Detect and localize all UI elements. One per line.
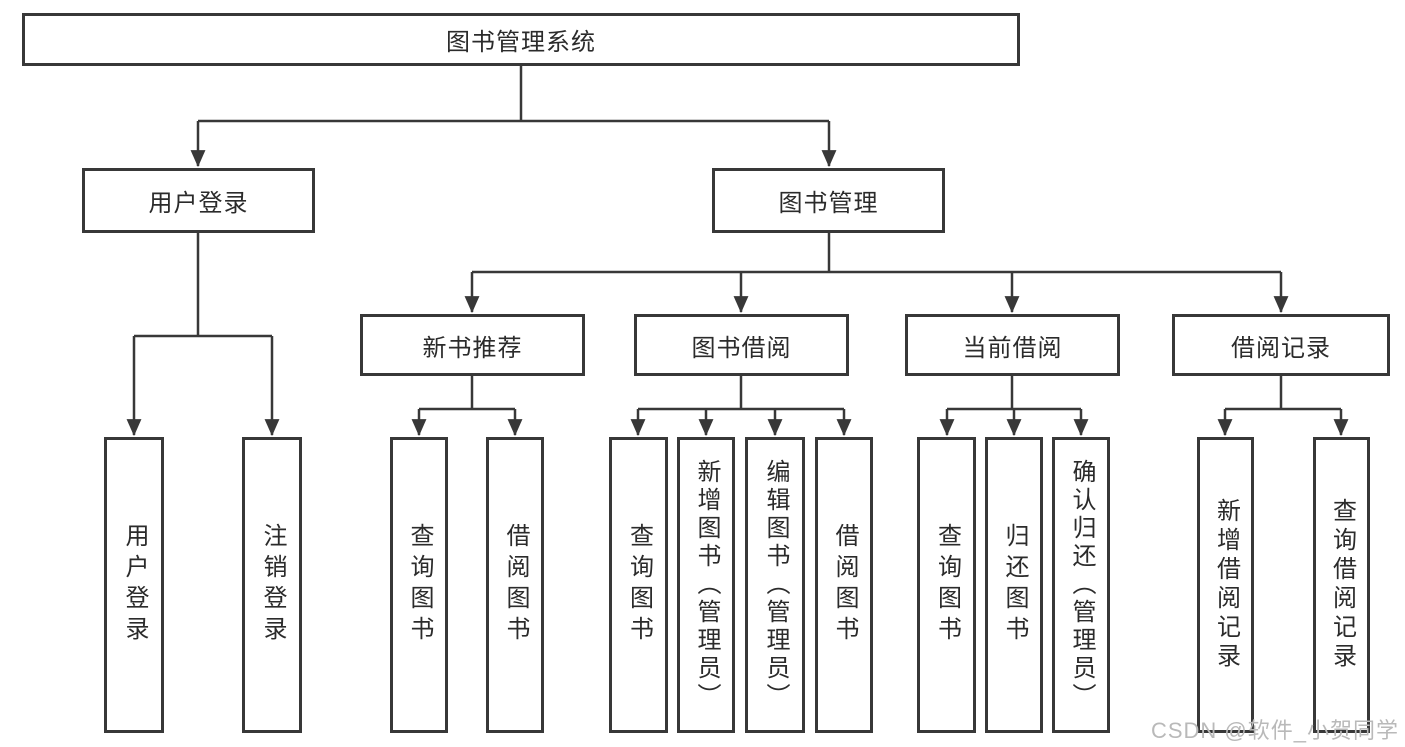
node-new-book-recommend: 新书推荐 — [360, 314, 585, 376]
node-borrow-records: 借阅记录 — [1172, 314, 1390, 376]
connector-borrow-records-children — [1217, 376, 1349, 437]
connector-book-borrow-children — [630, 376, 852, 437]
leaf-user-login: 用户登录 — [104, 437, 164, 733]
leaf-query-books-borrow: 查询图书 — [609, 437, 668, 733]
leaf-logout: 注销登录 — [242, 437, 302, 733]
connector-current-borrow-children — [939, 376, 1089, 437]
node-user-login: 用户登录 — [82, 168, 315, 233]
connector-user-login-children — [126, 233, 280, 437]
leaf-borrow-books-recommend: 借阅图书 — [486, 437, 544, 733]
node-root-system: 图书管理系统 — [22, 13, 1020, 66]
leaf-query-books-recommend: 查询图书 — [390, 437, 448, 733]
csdn-watermark: CSDN @软件_小贺同学 — [1150, 718, 1399, 743]
leaf-confirm-return-admin: 确认归还（管理员） — [1052, 437, 1110, 733]
connector-root-to-level2 — [190, 66, 837, 168]
leaf-edit-book-admin: 编辑图书（管理员） — [745, 437, 805, 733]
leaf-query-borrow-record: 查询借阅记录 — [1313, 437, 1370, 733]
node-book-management: 图书管理 — [712, 168, 945, 233]
leaf-borrow-books-borrow: 借阅图书 — [815, 437, 873, 733]
leaf-query-books-current: 查询图书 — [917, 437, 976, 733]
connector-book-management-children — [464, 233, 1289, 314]
leaf-add-book-admin: 新增图书（管理员） — [677, 437, 735, 733]
node-book-borrow: 图书借阅 — [634, 314, 849, 376]
leaf-return-book: 归还图书 — [985, 437, 1043, 733]
node-current-borrow: 当前借阅 — [905, 314, 1120, 376]
connector-new-book-recommend-children — [411, 376, 523, 437]
leaf-add-borrow-record: 新增借阅记录 — [1197, 437, 1254, 733]
